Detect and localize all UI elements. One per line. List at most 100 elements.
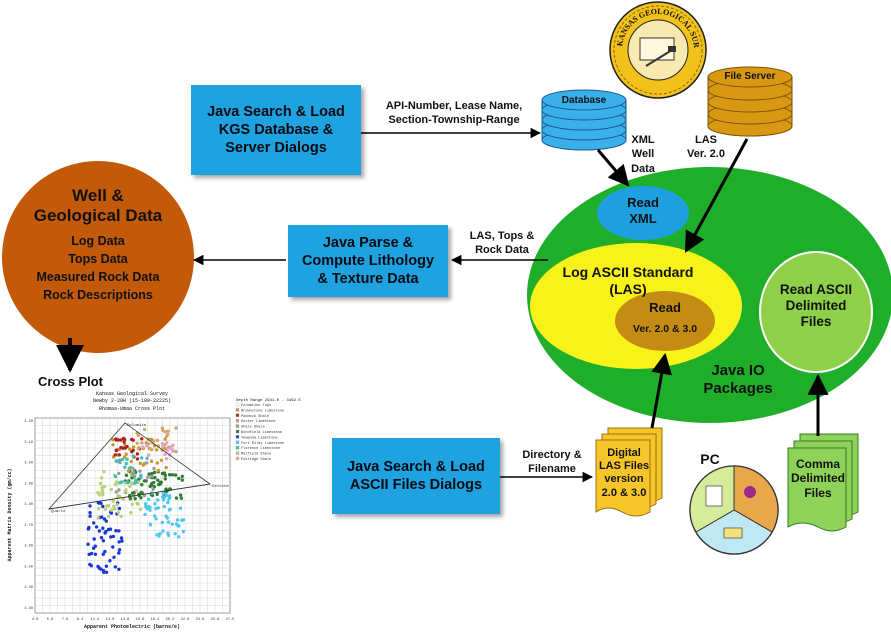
legend-swatch (235, 413, 240, 417)
scatter-point (153, 502, 157, 506)
scatter-point (147, 472, 151, 476)
scatter-point (161, 498, 166, 502)
scatter-point (103, 549, 107, 554)
scatter-point (175, 518, 180, 522)
scatter-point (88, 514, 92, 518)
read-xml-ellipse (597, 186, 689, 240)
scatter-point (88, 511, 92, 515)
scatter-point (177, 476, 181, 481)
scatter-point (166, 500, 170, 505)
scatter-point (140, 437, 144, 441)
scatter-point (86, 527, 91, 531)
scatter-point (146, 475, 150, 479)
scatter-point (130, 450, 134, 454)
scatter-point (113, 507, 117, 511)
scatter-point (170, 444, 174, 448)
database-label: Database (561, 95, 607, 106)
scatter-point (128, 484, 132, 489)
scatter-point (130, 481, 135, 485)
scatter-point (145, 456, 149, 460)
scatter-point (115, 502, 119, 507)
legend-entry: Fort Riley Limestone (241, 441, 284, 446)
scatter-point (144, 504, 148, 509)
legend-swatch (235, 402, 240, 407)
read-xml-text: Read XML (627, 195, 659, 226)
scatter-point (136, 433, 140, 438)
x-tick-label: 25.6 (211, 618, 220, 622)
java-search-kgs-text: Java Search & Load KGS Database & Server… (207, 103, 345, 157)
y-tick-label: 2.70 (24, 524, 33, 528)
scatter-point (125, 480, 130, 484)
scatter-point (101, 552, 106, 556)
scatter-point (177, 524, 181, 528)
scatter-point (130, 491, 135, 495)
well-item-descriptions: Rock Descriptions (43, 288, 153, 302)
scatter-point (111, 438, 115, 442)
scatter-point (154, 517, 158, 521)
x-tick-label: 9.4 (77, 618, 83, 622)
scatter-point (164, 514, 168, 518)
scatter-point (114, 480, 119, 484)
scatter-point (120, 480, 124, 484)
scatter-point (177, 535, 181, 539)
scatter-point (99, 501, 103, 505)
arrow-database-to-readxml (596, 149, 630, 187)
scatter-point (117, 453, 122, 457)
arrow-digital-to-read (650, 352, 673, 429)
legend-entry: Matfield Shale (241, 452, 271, 457)
scatter-point (131, 466, 135, 470)
y-tick-label: 3.10 (24, 441, 33, 445)
well-item-rock: Measured Rock Data (36, 270, 160, 284)
scatter-point (138, 461, 142, 465)
scatter-point (129, 511, 133, 515)
svg-text:KANSAS GEOLOGICAL SURVEY: KANSAS GEOLOGICAL SURVEY (0, 0, 701, 49)
x-tick-label: 14.8 (121, 618, 130, 622)
scatter-point (89, 551, 94, 556)
legend-swatch (235, 456, 240, 461)
scatter-point (133, 496, 137, 501)
scatter-point (142, 427, 147, 432)
read-las-version: Ver. 2.0 & 3.0 (632, 323, 698, 335)
legend-entry: Formation Tops (241, 403, 271, 408)
scatter-point (139, 490, 143, 495)
java-parse-box: Java Parse & Compute Lithology & Texture… (288, 225, 448, 297)
scatter-point (117, 506, 122, 511)
scatter-point (173, 473, 178, 477)
scatter-point (158, 482, 162, 486)
kgs-seal-logo: KANSAS GEOLOGICAL SURVEY (0, 0, 707, 99)
scatter-point (86, 542, 90, 546)
directory-label: Directory & Filename (522, 449, 582, 476)
scatter-point (166, 429, 170, 433)
x-tick-label: 13.0 (106, 618, 115, 622)
scatter-point (130, 502, 134, 506)
plot-title: Rhomaa-Umaa Cross Plot (99, 406, 165, 412)
scatter-point (180, 478, 184, 482)
scatter-point (170, 473, 175, 477)
plot-xlabel: Apparent Photoelectric (barns/e) (84, 624, 180, 630)
scatter-point (181, 518, 186, 522)
plot-depth-range: Depth Range 2941.0 - 3462.5 (236, 398, 301, 403)
scatter-point (117, 540, 121, 544)
legend-swatch (235, 446, 240, 450)
scatter-point (165, 449, 170, 453)
scatter-point (121, 436, 126, 441)
scatter-point (151, 487, 155, 491)
scatter-point (101, 539, 106, 543)
scatter-point (179, 496, 183, 500)
x-tick-label: 7.6 (62, 618, 68, 622)
digital-las-files-icon (595, 427, 663, 517)
scatter-point (117, 567, 121, 571)
scatter-point (119, 536, 124, 540)
java-io-packages-text: Java IO Packages (703, 362, 773, 397)
scatter-point (156, 478, 160, 482)
scatter-point (123, 446, 128, 450)
scatter-point (156, 498, 160, 502)
scatter-point (92, 521, 96, 525)
well-data-circle (2, 161, 194, 353)
file-server-label: File Server (724, 71, 776, 82)
scatter-point (161, 445, 165, 449)
legend-entry: Florence Limestone (241, 446, 280, 451)
java-search-ascii-text: Java Search & Load ASCII Files Dialogs (347, 458, 485, 493)
comma-files-text: Comma Delimited Files (790, 457, 845, 500)
